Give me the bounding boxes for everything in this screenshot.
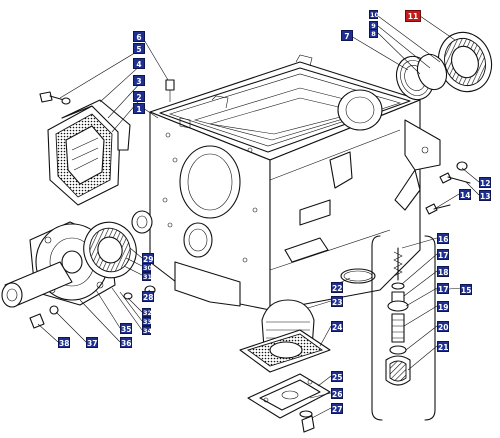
- callout-3[interactable]: 3: [133, 75, 145, 86]
- bolt-6: [165, 79, 175, 102]
- callout-4[interactable]: 4: [133, 58, 145, 69]
- callout-31[interactable]: 31: [142, 272, 153, 281]
- callout-24[interactable]: 24: [331, 321, 343, 332]
- callout-15[interactable]: 15: [460, 284, 472, 295]
- callout-12[interactable]: 12: [479, 177, 491, 188]
- callout-2[interactable]: 2: [133, 91, 145, 102]
- callout-21[interactable]: 21: [437, 341, 449, 352]
- callout-34[interactable]: 34: [142, 326, 153, 335]
- callout-5[interactable]: 5: [133, 43, 145, 54]
- callout-38[interactable]: 38: [58, 337, 70, 348]
- oil-filter-assembly: [239, 299, 331, 433]
- bearing-ring-small: [395, 53, 448, 101]
- callout-32[interactable]: 32: [142, 308, 153, 317]
- callout-18[interactable]: 18: [437, 266, 449, 277]
- callout-13[interactable]: 13: [479, 190, 491, 201]
- leader-lines: [37, 15, 480, 419]
- callout-22[interactable]: 22: [331, 282, 343, 293]
- callout-6[interactable]: 6: [133, 31, 145, 42]
- callout-26[interactable]: 26: [331, 388, 343, 399]
- callout-17a[interactable]: 17: [437, 249, 449, 260]
- valve-stack: [371, 235, 436, 421]
- callout-35[interactable]: 35: [120, 323, 132, 334]
- gearbox-housing: [149, 54, 441, 311]
- callout-11[interactable]: 11: [405, 10, 421, 22]
- callout-20[interactable]: 20: [437, 321, 449, 332]
- callout-10[interactable]: 10: [369, 10, 380, 19]
- callout-19[interactable]: 19: [437, 301, 449, 312]
- callout-9[interactable]: 9: [369, 21, 378, 30]
- callout-23[interactable]: 23: [331, 296, 343, 307]
- callout-36[interactable]: 36: [120, 337, 132, 348]
- side-cover-assembly: [47, 99, 131, 206]
- output-flange-assembly: [1, 210, 156, 329]
- callout-7[interactable]: 7: [341, 30, 353, 41]
- callout-37[interactable]: 37: [86, 337, 98, 348]
- callout-17b[interactable]: 17: [437, 283, 449, 294]
- callout-1[interactable]: 1: [133, 103, 145, 114]
- callout-14[interactable]: 14: [459, 189, 471, 200]
- bolts-right: [425, 161, 471, 215]
- callout-25a[interactable]: 25: [331, 371, 343, 382]
- callout-30[interactable]: 30: [142, 263, 153, 272]
- bolt-left: [39, 91, 71, 105]
- callout-33[interactable]: 33: [142, 317, 153, 326]
- bearing-ring-large: [437, 31, 493, 93]
- callout-27[interactable]: 27: [331, 403, 343, 414]
- callout-28[interactable]: 28: [142, 291, 154, 302]
- callout-16[interactable]: 16: [437, 233, 449, 244]
